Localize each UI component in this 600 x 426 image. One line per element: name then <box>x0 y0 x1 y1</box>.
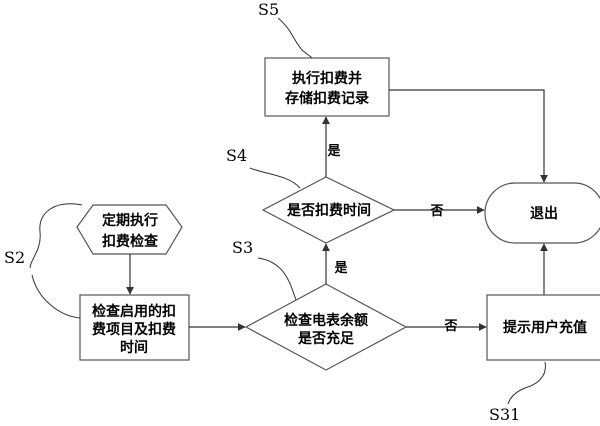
start-node-line-2: 扣费检查 <box>102 233 159 250</box>
edge-label-time-no: 否 <box>429 204 443 219</box>
start-node-shape <box>76 204 183 255</box>
edge-label-time-yes: 是 <box>326 144 341 159</box>
check-items-line-3: 时间 <box>120 339 148 356</box>
edge-label-balance-no: 否 <box>443 319 457 334</box>
time-line-1: 是否扣费时间 <box>287 202 371 219</box>
execute-line-1: 执行扣费并 <box>292 70 362 87</box>
edge-execute-to-exit <box>389 89 548 183</box>
leader-s3 <box>257 257 297 301</box>
exit-line-1: 退出 <box>530 205 558 222</box>
exit-node-shape <box>484 182 600 244</box>
step-label-s4: S4 <box>226 146 247 165</box>
step-label-s5: S5 <box>258 0 279 19</box>
prompt-line-1: 提示用户充值 <box>503 319 587 336</box>
step-label-s2: S2 <box>4 248 25 267</box>
start-node-line-1: 定期执行 <box>102 212 158 229</box>
step-label-s31: S31 <box>489 405 520 424</box>
execute-line-2: 存储扣费记录 <box>285 90 369 107</box>
leader-s4 <box>249 167 301 189</box>
execute-node-shape <box>264 57 390 117</box>
leader-s31 <box>507 361 546 405</box>
leader-s5 <box>277 17 313 59</box>
balance-line-2: 是否充足 <box>298 330 355 347</box>
prompt-node-shape <box>486 294 600 361</box>
check-items-node-shape <box>79 294 190 361</box>
leader-s2-lower <box>31 274 81 319</box>
time-decision-shape <box>261 176 396 244</box>
edge-label-balance-yes: 是 <box>333 261 348 276</box>
check-items-line-1: 检查启用的扣 <box>92 303 176 320</box>
leader-s2 <box>29 203 83 269</box>
balance-decision-shape <box>244 283 408 371</box>
balance-line-1: 检查电表余额 <box>284 312 368 329</box>
check-items-line-2: 费项目及扣费 <box>92 321 176 338</box>
step-label-s3: S3 <box>232 238 253 257</box>
